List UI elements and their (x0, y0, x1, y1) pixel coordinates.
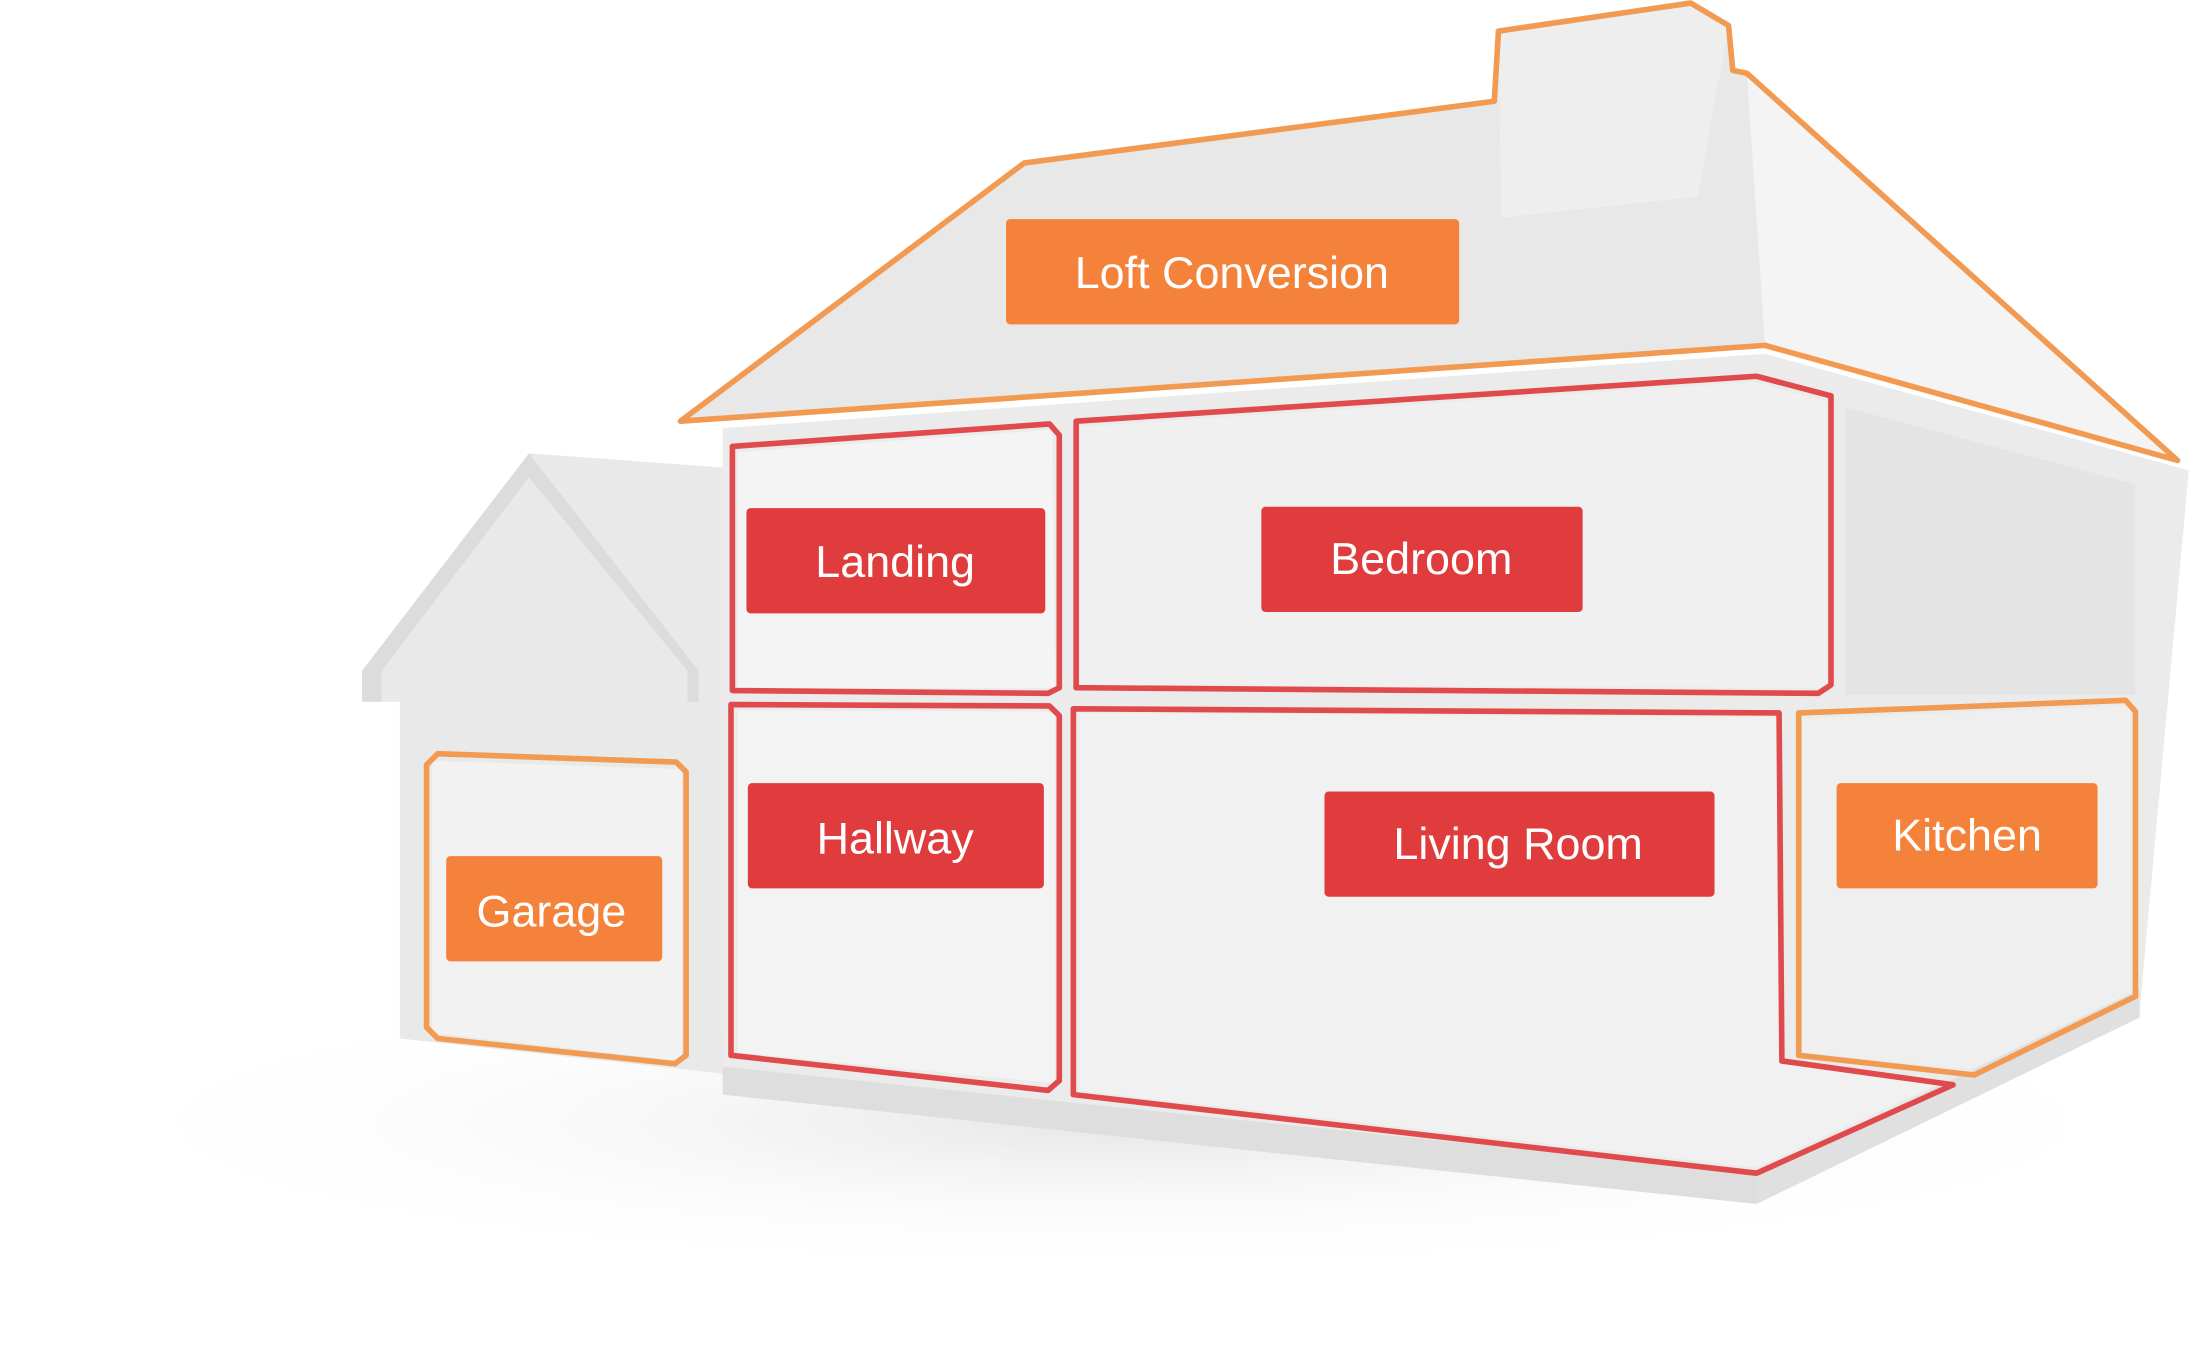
loft-conversion-label: Loft Conversion (1075, 247, 1389, 298)
bedroom-label-box[interactable] (1261, 506, 1583, 612)
room-living-room[interactable]: Living Room (1070, 705, 1956, 1176)
garage-label: Garage (477, 885, 627, 936)
living-room-label-box[interactable] (1324, 791, 1715, 897)
bedroom-label: Bedroom (1330, 533, 1512, 584)
kitchen-label-box[interactable] (1836, 783, 2098, 889)
hallway-label-box[interactable] (747, 783, 1044, 889)
room-hallway[interactable]: Hallway (728, 701, 1063, 1094)
living-room-label: Living Room (1393, 818, 1642, 869)
kitchen-label: Kitchen (1892, 810, 2042, 861)
room-garage[interactable]: Garage (423, 750, 689, 1067)
room-landing[interactable]: Landing (729, 421, 1063, 697)
landing-label-box[interactable] (746, 508, 1046, 614)
room-bedroom[interactable]: Bedroom (1073, 373, 1834, 697)
garage-label-box[interactable] (446, 856, 663, 962)
room-loft-conversion[interactable]: Loft Conversion (677, 0, 2181, 464)
loft-conversion-label-box[interactable] (1005, 219, 1460, 325)
hallway-label: Hallway (817, 812, 975, 863)
room-kitchen[interactable]: Kitchen (1795, 697, 2139, 1078)
landing-label: Landing (815, 536, 975, 587)
